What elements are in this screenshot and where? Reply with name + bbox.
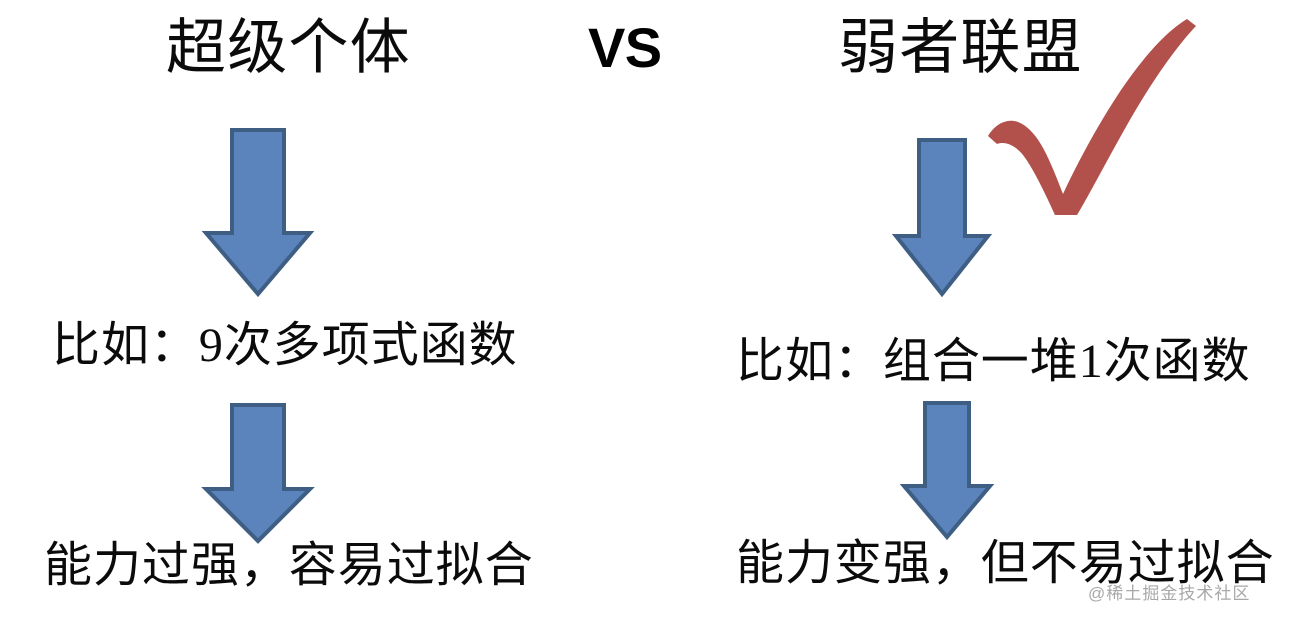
left-conclusion-text: 能力过强，容易过拟合 <box>44 539 534 592</box>
arrow-left-example-to-conclusion <box>201 403 315 544</box>
right-column-title: 弱者联盟 <box>838 15 1083 81</box>
versus-label: VS <box>588 16 662 79</box>
check-mark-icon <box>985 12 1200 217</box>
arrow-right-title-to-example <box>891 138 993 298</box>
right-example-text: 比如：组合一堆1次函数 <box>736 335 1251 388</box>
watermark-text: @稀土掘金技术社区 <box>1088 584 1251 603</box>
left-example-text: 比如：9次多项式函数 <box>52 319 518 372</box>
left-column-title: 超级个体 <box>166 15 411 81</box>
arrow-right-example-to-conclusion <box>899 401 995 541</box>
arrow-left-title-to-example <box>201 128 315 298</box>
right-conclusion-text: 能力变强，但不易过拟合 <box>736 537 1275 590</box>
